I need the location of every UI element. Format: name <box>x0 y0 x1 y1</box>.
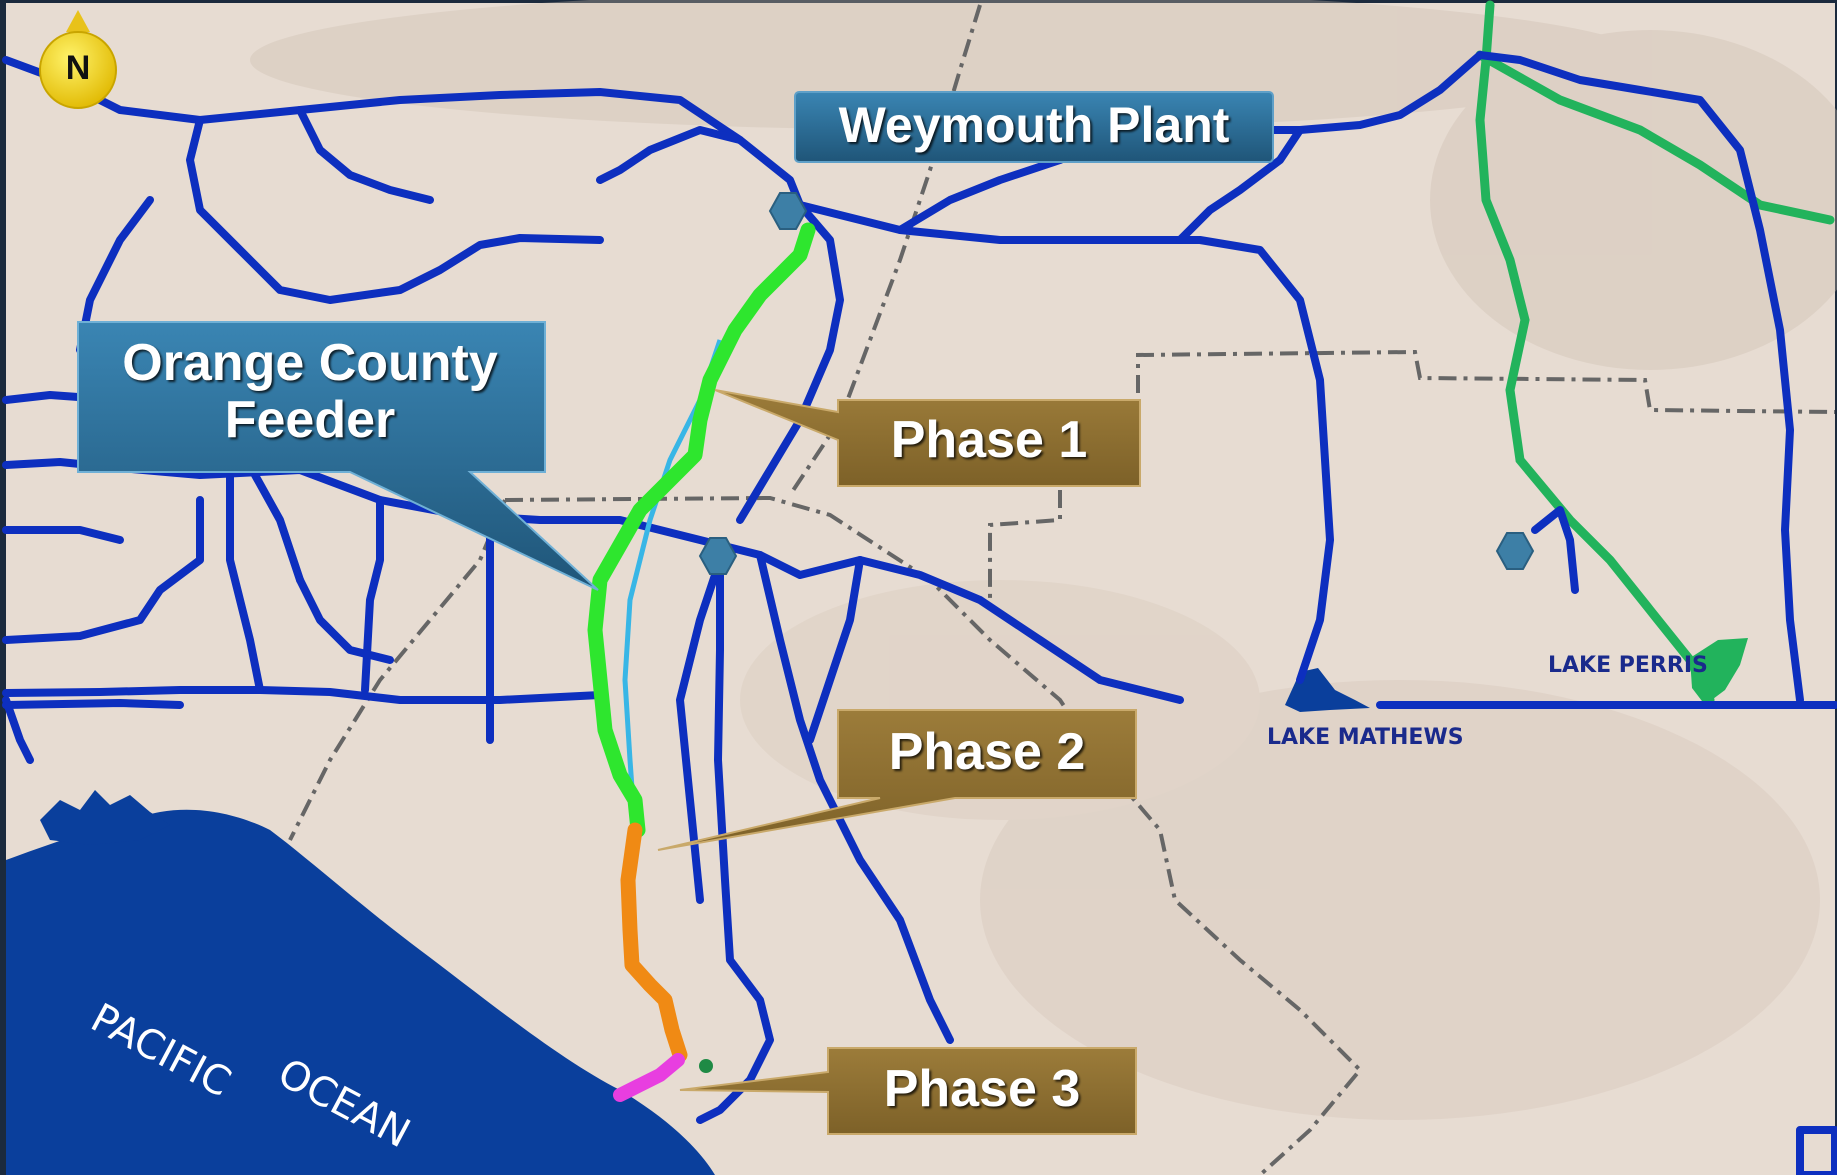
north-arrow <box>39 10 117 109</box>
lake-mathews-label: LAKE MATHEWS <box>1267 725 1464 750</box>
weymouth-plant-marker <box>768 192 808 230</box>
phase-1-callout-box <box>714 389 1141 487</box>
pacific-ocean <box>6 809 715 1175</box>
phase-1-route <box>587 222 816 838</box>
pipeline-network <box>2 51 1837 1175</box>
facility-marker <box>698 537 738 575</box>
aqueduct <box>1475 0 1835 705</box>
phase-1-label: Phase 1 <box>890 411 1088 469</box>
lake-perris-label: LAKE PERRIS <box>1548 653 1708 678</box>
orange-county-feeder-label: Orange County Feeder <box>122 334 498 450</box>
phase-3-label: Phase 3 <box>883 1060 1081 1118</box>
weymouth-plant-label: Weymouth Plant <box>838 97 1230 153</box>
phase-3-route <box>613 1053 685 1102</box>
phase-2-label: Phase 2 <box>888 723 1086 781</box>
phase-3-callout-box <box>679 1047 1137 1135</box>
north-indicator-label: N <box>65 49 91 87</box>
feeder-callout-box <box>77 321 599 591</box>
lake-mathews <box>1285 668 1370 712</box>
phase-2-callout-box <box>657 709 1137 851</box>
weymouth-plant-callout-box <box>794 91 1274 163</box>
harbor <box>40 790 170 845</box>
green-marker <box>699 1059 713 1073</box>
phase-2-route <box>620 822 688 1063</box>
terrain-shading <box>250 0 1837 1120</box>
facility-marker <box>1495 532 1535 570</box>
